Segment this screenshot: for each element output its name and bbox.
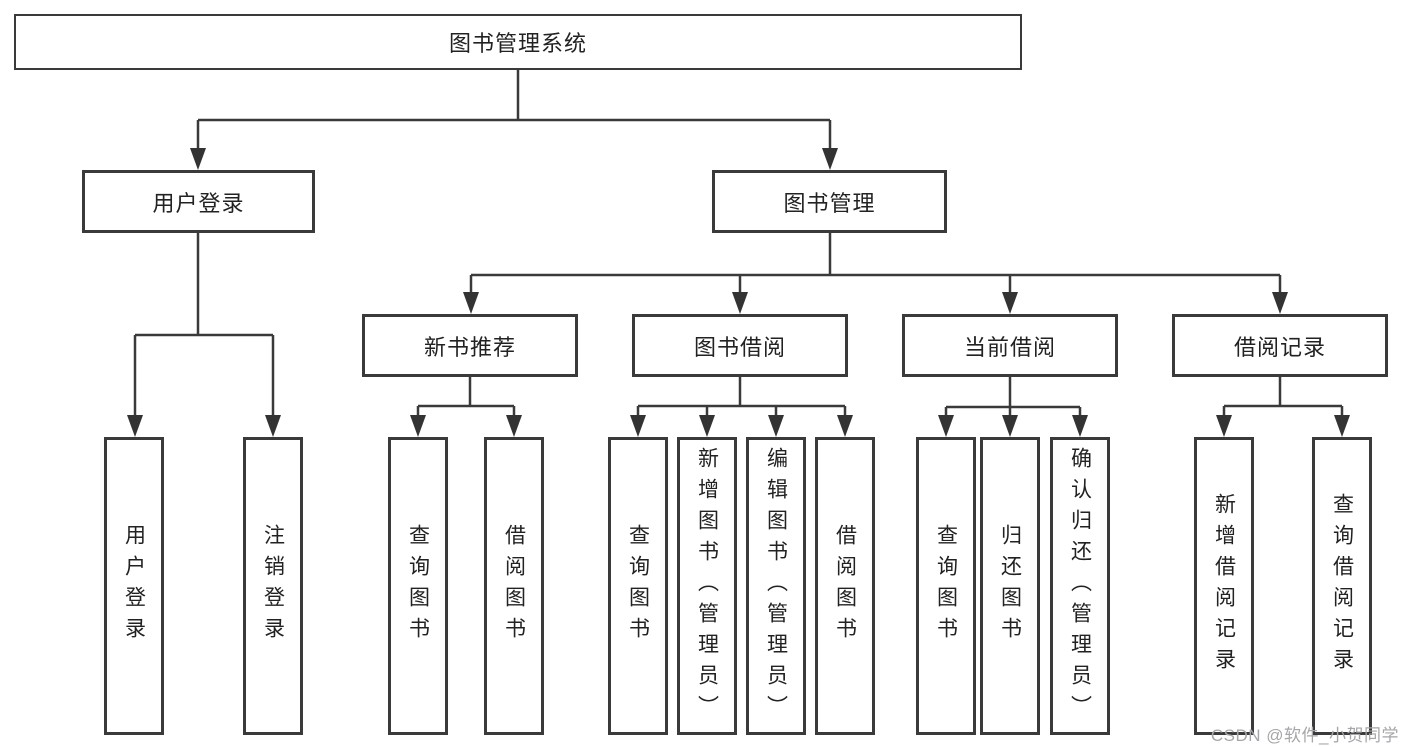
node-add-books-admin: 新增图书（管理员） <box>677 437 737 735</box>
arrowheads <box>127 148 1350 437</box>
arrowhead-icon <box>265 415 281 437</box>
arrowhead-icon <box>127 415 143 437</box>
node-book-management-group: 图书管理 <box>712 170 947 233</box>
arrowhead-icon <box>837 415 853 437</box>
edge-current-borrow-to-leaves <box>944 377 1082 419</box>
node-current-borrowing: 当前借阅 <box>902 314 1118 377</box>
node-user-login-label: 用户登录 <box>122 524 146 648</box>
arrowhead-icon <box>506 415 522 437</box>
node-user-login-group: 用户登录 <box>82 170 315 233</box>
node-book-borrowing: 图书借阅 <box>632 314 848 377</box>
arrowhead-icon <box>190 148 206 170</box>
arrowhead-icon <box>768 415 784 437</box>
node-user-login-group-label: 用户登录 <box>152 190 245 216</box>
node-confirm-return-admin: 确认归还（管理员） <box>1050 437 1110 735</box>
watermark: CSDN @软件_小贺同学 <box>1210 726 1399 745</box>
node-borrow-books-label: 借阅图书 <box>502 524 526 648</box>
node-user-login: 用户登录 <box>104 437 164 735</box>
arrowhead-icon <box>463 292 479 314</box>
edge-book-borrow-to-leaves <box>636 377 847 419</box>
node-new-book-recommendation: 新书推荐 <box>362 314 578 377</box>
arrowhead-icon <box>1072 415 1088 437</box>
node-borrowing-records: 借阅记录 <box>1172 314 1388 377</box>
node-root-label: 图书管理系统 <box>448 31 587 56</box>
node-add-borrow-record-label: 新增借阅记录 <box>1212 493 1236 679</box>
node-edit-books-admin-label: 编辑图书（管理员） <box>764 446 788 726</box>
arrowhead-icon <box>410 415 426 437</box>
node-borrow-books-under-borrowing: 借阅图书 <box>815 437 875 735</box>
node-new-book-recommendation-label: 新书推荐 <box>423 334 516 360</box>
node-current-borrowing-label: 当前借阅 <box>963 334 1056 360</box>
arrowhead-icon <box>1272 292 1288 314</box>
arrowhead-icon <box>822 148 838 170</box>
node-query-books-under-current: 查询图书 <box>916 437 976 735</box>
node-logout: 注销登录 <box>243 437 303 735</box>
node-query-books-under-recommendation: 查询图书 <box>388 437 448 735</box>
edge-new-book-rec-to-leaves <box>416 377 516 419</box>
arrowhead-icon <box>938 415 954 437</box>
node-borrowing-records-label: 借阅记录 <box>1233 334 1326 360</box>
node-root: 图书管理系统 <box>14 14 1022 70</box>
edge-borrow-records-to-leaves <box>1222 377 1344 419</box>
node-query-books-label: 查询图书 <box>406 524 430 648</box>
arrowhead-icon <box>732 292 748 314</box>
node-book-borrowing-label: 图书借阅 <box>693 334 786 360</box>
arrowhead-icon <box>699 415 715 437</box>
node-query-borrow-record: 查询借阅记录 <box>1312 437 1372 735</box>
node-book-management-group-label: 图书管理 <box>783 190 876 216</box>
node-query-books-label: 查询图书 <box>626 524 650 648</box>
node-logout-label: 注销登录 <box>261 524 285 648</box>
node-edit-books-admin: 编辑图书（管理员） <box>746 437 806 735</box>
node-add-books-admin-label: 新增图书（管理员） <box>695 446 719 726</box>
node-query-books-label: 查询图书 <box>934 524 958 648</box>
node-borrow-books-under-recommendation: 借阅图书 <box>484 437 544 735</box>
node-add-borrow-record: 新增借阅记录 <box>1194 437 1254 735</box>
node-return-books: 归还图书 <box>980 437 1040 735</box>
node-borrow-books-label: 借阅图书 <box>833 524 857 648</box>
node-return-books-label: 归还图书 <box>998 524 1022 648</box>
arrowhead-icon <box>630 415 646 437</box>
node-query-borrow-record-label: 查询借阅记录 <box>1330 493 1354 679</box>
arrowhead-icon <box>1002 292 1018 314</box>
arrowhead-icon <box>1334 415 1350 437</box>
node-query-books-under-borrowing: 查询图书 <box>608 437 668 735</box>
arrowhead-icon <box>1216 415 1232 437</box>
edge-user-login-to-leaves <box>133 233 275 419</box>
edge-book-mgmt-to-level3 <box>469 233 1282 294</box>
edge-root-to-level2 <box>196 70 832 152</box>
arrowhead-icon <box>1002 415 1018 437</box>
node-confirm-return-admin-label: 确认归还（管理员） <box>1068 446 1092 726</box>
